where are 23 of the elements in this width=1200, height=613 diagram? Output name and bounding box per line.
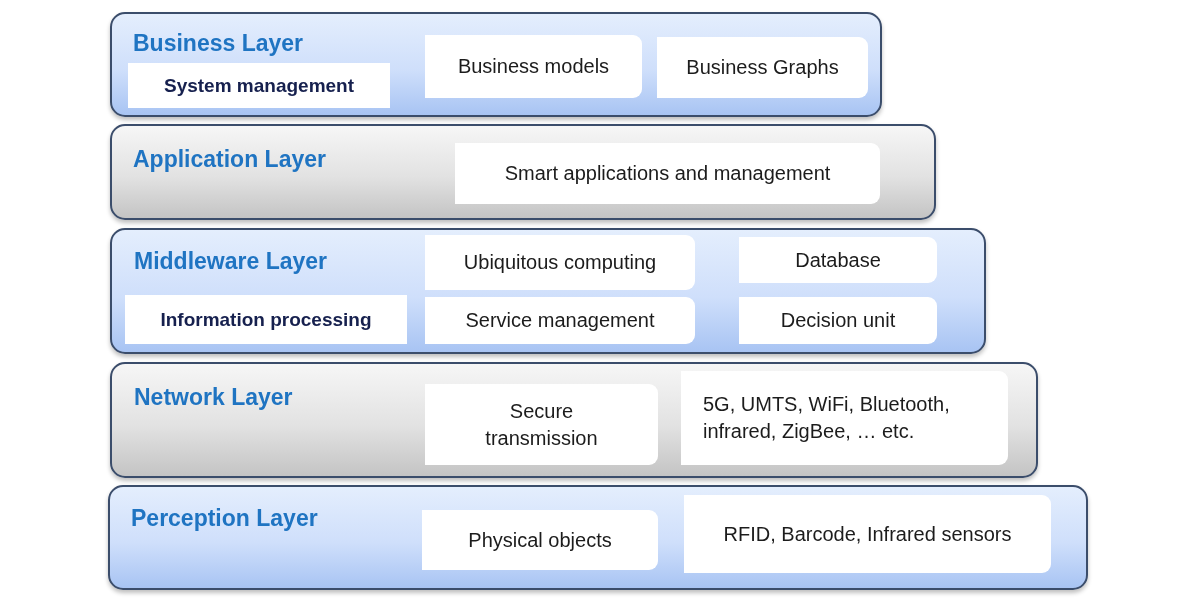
- component-box: 5G, UMTS, WiFi, Bluetooth, infrared, ZigBee, … etc.: [681, 371, 1008, 465]
- layer-panel: [110, 12, 882, 117]
- component-box: Secure transmission: [425, 384, 658, 465]
- layer-title: Business Layer: [133, 29, 304, 57]
- layer-panel: [108, 485, 1088, 590]
- layer-title: Middleware Layer: [134, 247, 328, 275]
- component-box: Ubiquitous computing: [425, 235, 695, 290]
- component-box: Decision unit: [739, 297, 937, 344]
- layer-panel: [110, 362, 1038, 478]
- component-box: RFID, Barcode, Infrared sensors: [684, 495, 1051, 573]
- layer-title: Perception Layer: [131, 504, 318, 532]
- layer-panel: [110, 124, 936, 220]
- component-box: System management: [128, 63, 390, 108]
- component-box: Information processing: [125, 295, 407, 344]
- component-box: Database: [739, 237, 937, 283]
- component-box: Business Graphs: [657, 37, 868, 98]
- layer-panel: [110, 228, 986, 354]
- component-box: Service management: [425, 297, 695, 344]
- component-box: Smart applications and management: [455, 143, 880, 204]
- layer-title: Network Layer: [134, 383, 293, 411]
- component-box: Business models: [425, 35, 642, 98]
- component-box: Physical objects: [422, 510, 658, 570]
- layer-title: Application Layer: [133, 145, 326, 173]
